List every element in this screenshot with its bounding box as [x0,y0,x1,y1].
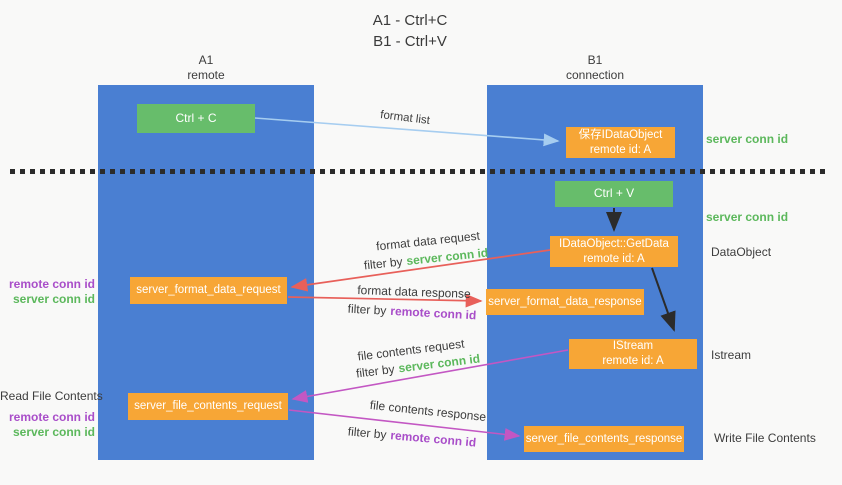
right-label-write-file-contents: Write File Contents [714,431,816,445]
node-save-idataobject: 保存IDataObject remote id: A [566,127,675,158]
title-line-1: A1 - Ctrl+C [372,12,448,29]
node-ctrl-c: Ctrl + C [137,104,255,133]
lifeline-header-a1: A1 remote [98,53,314,83]
node-ctrl-v: Ctrl + V [555,181,673,207]
lifeline-b1-role: connection [565,68,625,82]
left-label-server-conn-id-bottom: server conn id [12,425,95,439]
node-server-format-data-response: server_format_data_response [486,289,644,315]
node-file-request-label: server_file_contents_request [134,400,282,413]
title-line-2: B1 - Ctrl+V [373,33,447,50]
phase-separator-dashed-line [10,169,826,174]
left-label-remote-conn-id-top: remote conn id [8,277,95,291]
edge-label-file-contents-response: file contents response [369,397,487,425]
node-ctrl-c-label: Ctrl + C [175,110,217,125]
lifeline-b1-name: B1 [587,53,603,67]
filter-by-text: filter by [347,424,388,442]
right-label-istream: Istream [711,348,752,362]
node-server-file-contents-request: server_file_contents_request [128,393,288,420]
filter-by-text: filter by [347,301,387,318]
node-server-format-data-request: server_format_data_request [130,277,287,304]
node-istream-line1: IStream [612,340,654,353]
node-getdata-line1: IDataObject::GetData [559,237,669,250]
lifeline-header-b1: B1 connection [487,53,703,83]
remote-conn-id-key: remote conn id [389,428,477,450]
node-idataobject-getdata: IDataObject::GetData remote id: A [550,236,678,267]
right-label-dataobject: DataObject [711,245,772,259]
node-save-idataobject-line2: remote id: A [589,143,652,156]
filter-by-text: filter by [355,361,396,381]
node-file-response-label: server_file_contents_response [525,432,683,445]
edge-label-format-list: format list [379,109,431,127]
node-istream: IStream remote id: A [569,339,697,369]
filter-by-text: filter by [363,254,404,273]
remote-conn-id-key: remote conn id [389,303,477,323]
node-getdata-line2: remote id: A [583,252,645,265]
left-label-server-conn-id-top: server conn id [12,292,95,306]
left-label-read-file-contents: Read File Contents [0,389,103,403]
diagram-title: A1 - Ctrl+C B1 - Ctrl+V [300,10,520,52]
node-format-response-label: server_format_data_response [488,295,642,308]
right-label-server-conn-id-top: server conn id [706,132,789,146]
lifeline-a1-name: A1 [198,53,214,67]
right-label-server-conn-id-mid: server conn id [706,210,789,224]
node-save-idataobject-line1: 保存IDataObject [578,128,663,141]
lifeline-a1-role: remote [187,68,225,82]
edge-label-format-data-response: format data response [357,283,471,301]
node-server-file-contents-response: server_file_contents_response [524,426,684,452]
node-format-request-label: server_format_data_request [136,284,281,297]
node-istream-line2: remote id: A [602,355,664,367]
left-label-remote-conn-id-bottom: remote conn id [8,410,95,424]
node-ctrl-v-label: Ctrl + V [593,186,635,201]
